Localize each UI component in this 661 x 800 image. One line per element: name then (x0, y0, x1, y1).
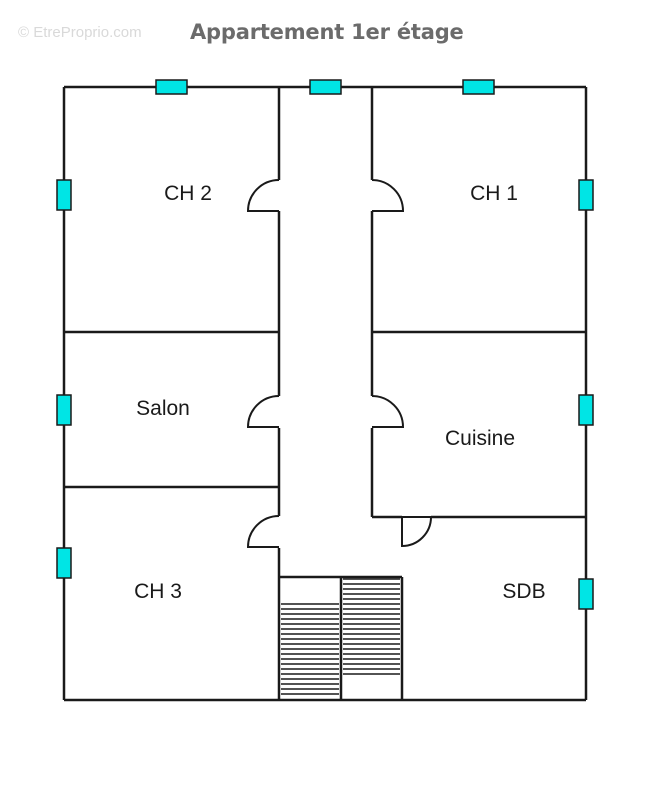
window-top-ch2 (155, 79, 188, 95)
stairs-left (281, 603, 339, 695)
window-right-sdb (578, 578, 594, 610)
window-right-ch1 (578, 179, 594, 211)
page-title: Appartement 1er étage (190, 20, 464, 44)
window-top-corridor (309, 79, 342, 95)
doors (246, 179, 433, 548)
window-left-ch3 (56, 547, 72, 579)
window-left-salon (56, 394, 72, 426)
room-label-ch3: CH 3 (134, 580, 182, 603)
door-salon (246, 395, 280, 428)
door-ch2 (246, 179, 280, 212)
door-gaps (277, 180, 431, 548)
room-label-ch2: CH 2 (164, 182, 212, 205)
stairs-right (343, 578, 400, 675)
window-left-ch2 (56, 179, 72, 211)
watermark: © EtreProprio.com (18, 24, 142, 41)
header: © EtreProprio.com Appartement 1er étage (0, 20, 661, 50)
door-cuisine (371, 395, 405, 428)
door-ch3 (246, 515, 280, 548)
room-label-ch1: CH 1 (470, 182, 518, 205)
window-right-cuisine (578, 394, 594, 426)
room-labels: CH 2 CH 1 Salon Cuisine CH 3 SDB (134, 182, 546, 603)
room-label-sdb: SDB (502, 580, 545, 603)
door-sdb (401, 516, 433, 548)
room-label-salon: Salon (136, 397, 190, 420)
walls (62, 85, 588, 702)
windows (56, 79, 594, 610)
door-ch1 (371, 179, 405, 212)
window-top-ch1 (462, 79, 495, 95)
room-label-cuisine: Cuisine (445, 427, 515, 450)
